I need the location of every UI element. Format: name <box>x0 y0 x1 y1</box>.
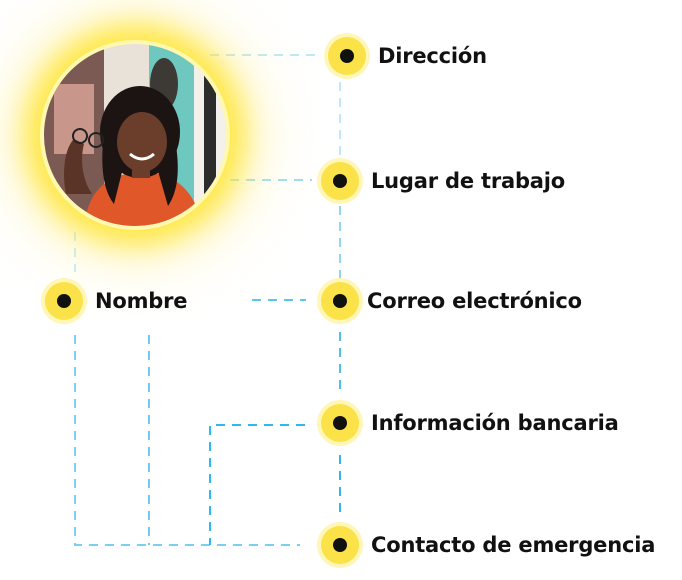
node-lugar-trabajo: Lugar de trabajo <box>321 162 565 200</box>
profile-photo <box>44 44 226 226</box>
bullet-icon <box>45 282 83 320</box>
connector-banco-bracket <box>209 424 305 545</box>
label-direccion: Dirección <box>378 44 487 68</box>
bullet-icon <box>321 162 359 200</box>
node-emergencia: Contacto de emergencia <box>321 526 655 564</box>
bullet-icon <box>321 404 359 442</box>
node-correo: Correo electrónico <box>321 282 582 320</box>
connector-nombre-emergencia-outer <box>74 335 300 546</box>
label-emergencia: Contacto de emergencia <box>371 533 656 557</box>
label-correo: Correo electrónico <box>367 289 582 313</box>
label-nombre: Nombre <box>95 289 188 313</box>
person-illustration <box>44 44 226 226</box>
bullet-icon <box>321 526 359 564</box>
node-direccion: Dirección <box>328 37 487 75</box>
label-banco: Información bancaria <box>371 411 619 435</box>
node-banco: Información bancaria <box>321 404 619 442</box>
node-nombre: Nombre <box>45 282 188 320</box>
label-lugar-trabajo: Lugar de trabajo <box>371 169 565 193</box>
bullet-icon <box>321 282 359 320</box>
profile-photo-frame <box>40 40 230 230</box>
bullet-icon <box>328 37 366 75</box>
